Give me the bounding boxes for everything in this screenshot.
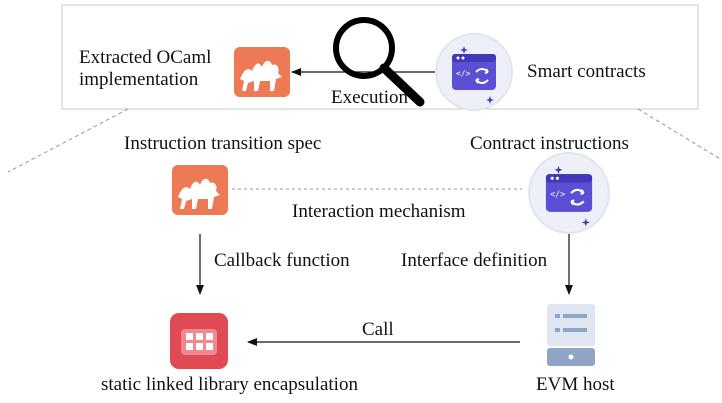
camel-icon bbox=[234, 47, 290, 97]
instruction-spec-label: Instruction transition spec bbox=[124, 133, 322, 154]
svg-text:</>: </> bbox=[550, 189, 565, 199]
evm-host-label: EVM host bbox=[536, 374, 615, 395]
grid-app-icon bbox=[170, 313, 228, 369]
magnifying-glass-icon bbox=[333, 17, 425, 107]
code-window-icon: </> bbox=[528, 152, 610, 234]
server-icon bbox=[547, 304, 595, 366]
execution-label: Execution bbox=[331, 87, 409, 108]
camel-icon bbox=[172, 165, 228, 215]
library-encapsulation-label: static linked library encapsulation bbox=[101, 374, 358, 395]
code-window-icon: </> bbox=[435, 33, 513, 111]
interface-definition-label: Interface definition bbox=[401, 250, 548, 271]
extracted-ocaml-label: Extracted OCaml implementation bbox=[79, 47, 212, 90]
zoom-line-left bbox=[7, 108, 129, 173]
callback-function-label: Callback function bbox=[214, 250, 350, 271]
zoom-line-right bbox=[637, 108, 722, 161]
svg-text:</>: </> bbox=[456, 69, 471, 78]
smart-contracts-label: Smart contracts bbox=[527, 61, 646, 82]
call-label: Call bbox=[362, 319, 394, 340]
interaction-mechanism-label: Interaction mechanism bbox=[292, 201, 466, 222]
contract-instructions-label: Contract instructions bbox=[470, 133, 629, 154]
